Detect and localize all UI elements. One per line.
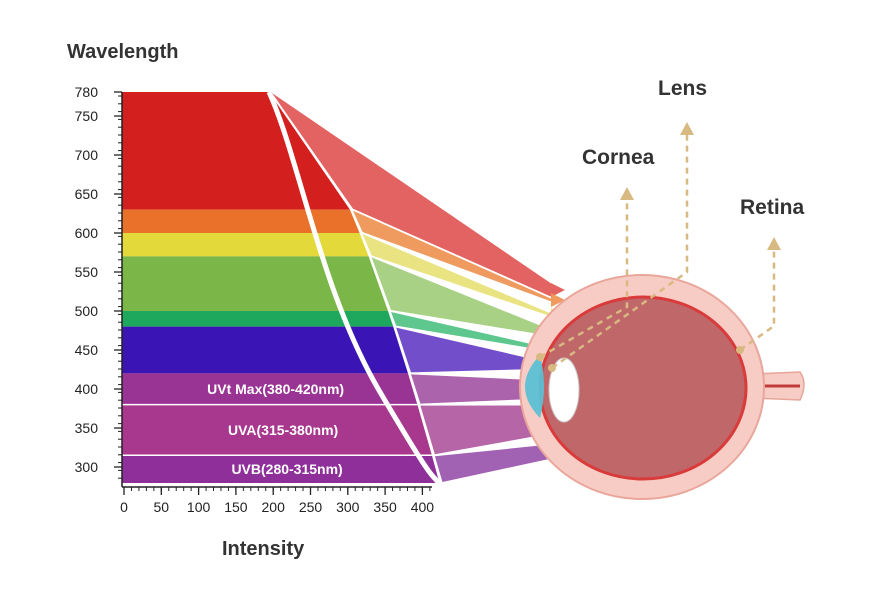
band-uvb bbox=[122, 455, 440, 483]
band-blue-violet bbox=[122, 326, 409, 374]
spectrum-bands: UVt Max(380-420nm) UVA(315-380nm) UVB(280-… bbox=[122, 92, 440, 483]
y-tick-label-550: 550 bbox=[75, 264, 99, 280]
band-uvt bbox=[122, 373, 418, 405]
y-tick-label-300: 300 bbox=[75, 459, 99, 475]
x-axis-ticks: 0 50 100 150 200 250 300 350 400 bbox=[120, 487, 434, 515]
retina-arrow-icon bbox=[767, 237, 781, 250]
y-tick-label-600: 600 bbox=[75, 225, 99, 241]
pointer-dots bbox=[536, 346, 744, 372]
y-tick-label-750: 750 bbox=[75, 108, 99, 124]
lens-pointer bbox=[551, 135, 689, 370]
cornea-arrow-icon bbox=[620, 187, 634, 200]
band-label-uva: UVA(315-380nm) bbox=[228, 422, 338, 438]
y-axis-title: Wavelength bbox=[67, 41, 179, 63]
band-label-uvb: UVB(280-315nm) bbox=[231, 461, 342, 477]
retina-pointer bbox=[739, 250, 776, 352]
y-tick-label-700: 700 bbox=[75, 147, 99, 163]
y-tick-label-450: 450 bbox=[75, 342, 99, 358]
ray-green bbox=[371, 257, 565, 340]
x-tick-label-200: 200 bbox=[262, 499, 286, 515]
y-tick-label-780: 780 bbox=[75, 84, 99, 100]
ray-teal-green bbox=[391, 312, 565, 357]
x-tick-label-150: 150 bbox=[224, 499, 248, 515]
x-tick-label-50: 50 bbox=[154, 499, 170, 515]
eye-illustration bbox=[519, 274, 805, 500]
y-tick-label-650: 650 bbox=[75, 186, 99, 202]
band-teal-green bbox=[122, 311, 394, 327]
axes bbox=[121, 92, 432, 488]
pointer-arrowheads bbox=[620, 122, 781, 250]
band-label-uvt: UVt Max(380-420nm) bbox=[207, 381, 344, 397]
retina-label: Retina bbox=[740, 196, 805, 219]
x-axis-title: Intensity bbox=[222, 538, 305, 560]
x-tick-label-400: 400 bbox=[411, 499, 435, 515]
x-tick-label-250: 250 bbox=[299, 499, 323, 515]
y-tick-label-500: 500 bbox=[75, 303, 99, 319]
ray-orange bbox=[352, 210, 565, 307]
y-tick-label-350: 350 bbox=[75, 420, 99, 436]
x-tick-label-100: 100 bbox=[187, 499, 211, 515]
ray-red bbox=[272, 93, 565, 297]
y-axis-ticks: 780 750 700 650 600 550 500 450 400 350 300 bbox=[75, 84, 122, 479]
lens-arrow-icon bbox=[680, 122, 694, 135]
pointer-lines bbox=[539, 135, 776, 370]
band-red bbox=[122, 92, 350, 210]
cornea-shape bbox=[525, 355, 544, 418]
ray-yellow bbox=[362, 234, 565, 322]
intensity-curve bbox=[266, 90, 443, 487]
x-tick-label-350: 350 bbox=[373, 499, 397, 515]
band-uva bbox=[122, 404, 432, 456]
cornea-pointer bbox=[539, 200, 629, 359]
y-tick-label-400: 400 bbox=[75, 381, 99, 397]
x-tick-label-300: 300 bbox=[336, 499, 360, 515]
band-orange bbox=[122, 209, 360, 233]
band-yellow bbox=[122, 233, 369, 257]
lens-label: Lens bbox=[658, 77, 707, 100]
cornea-label: Cornea bbox=[582, 146, 655, 169]
x-tick-label-0: 0 bbox=[120, 499, 128, 515]
band-green bbox=[122, 256, 389, 311]
